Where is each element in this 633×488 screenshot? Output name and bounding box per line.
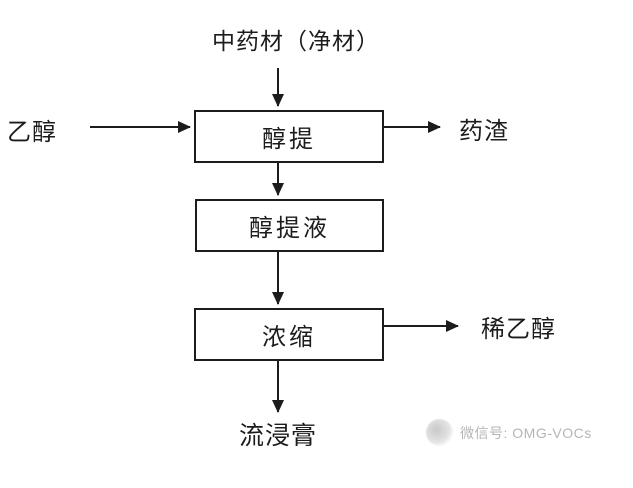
label-product-fluid-extract: 流浸膏 (238, 422, 317, 450)
process-box-alcohol-extraction-label: 醇提 (262, 126, 316, 153)
process-box-alcohol-extraction: 醇提 (194, 110, 384, 163)
label-residue-output: 药渣 (459, 118, 509, 145)
process-box-alcohol-extract-liquid-label: 醇提液 (249, 215, 330, 242)
wechat-logo-icon (426, 419, 453, 446)
watermark-text: 微信号: OMG-VOCs (460, 424, 592, 441)
process-box-concentration-label: 浓缩 (262, 324, 316, 351)
label-dilute-ethanol-output: 稀乙醇 (481, 316, 556, 343)
label-ethanol-input: 乙醇 (7, 119, 57, 146)
label-source-material: 中药材（净材） (212, 28, 380, 54)
watermark: 微信号: OMG-VOCs (426, 419, 592, 446)
process-box-alcohol-extract-liquid: 醇提液 (195, 199, 384, 252)
process-box-concentration: 浓缩 (194, 308, 384, 361)
